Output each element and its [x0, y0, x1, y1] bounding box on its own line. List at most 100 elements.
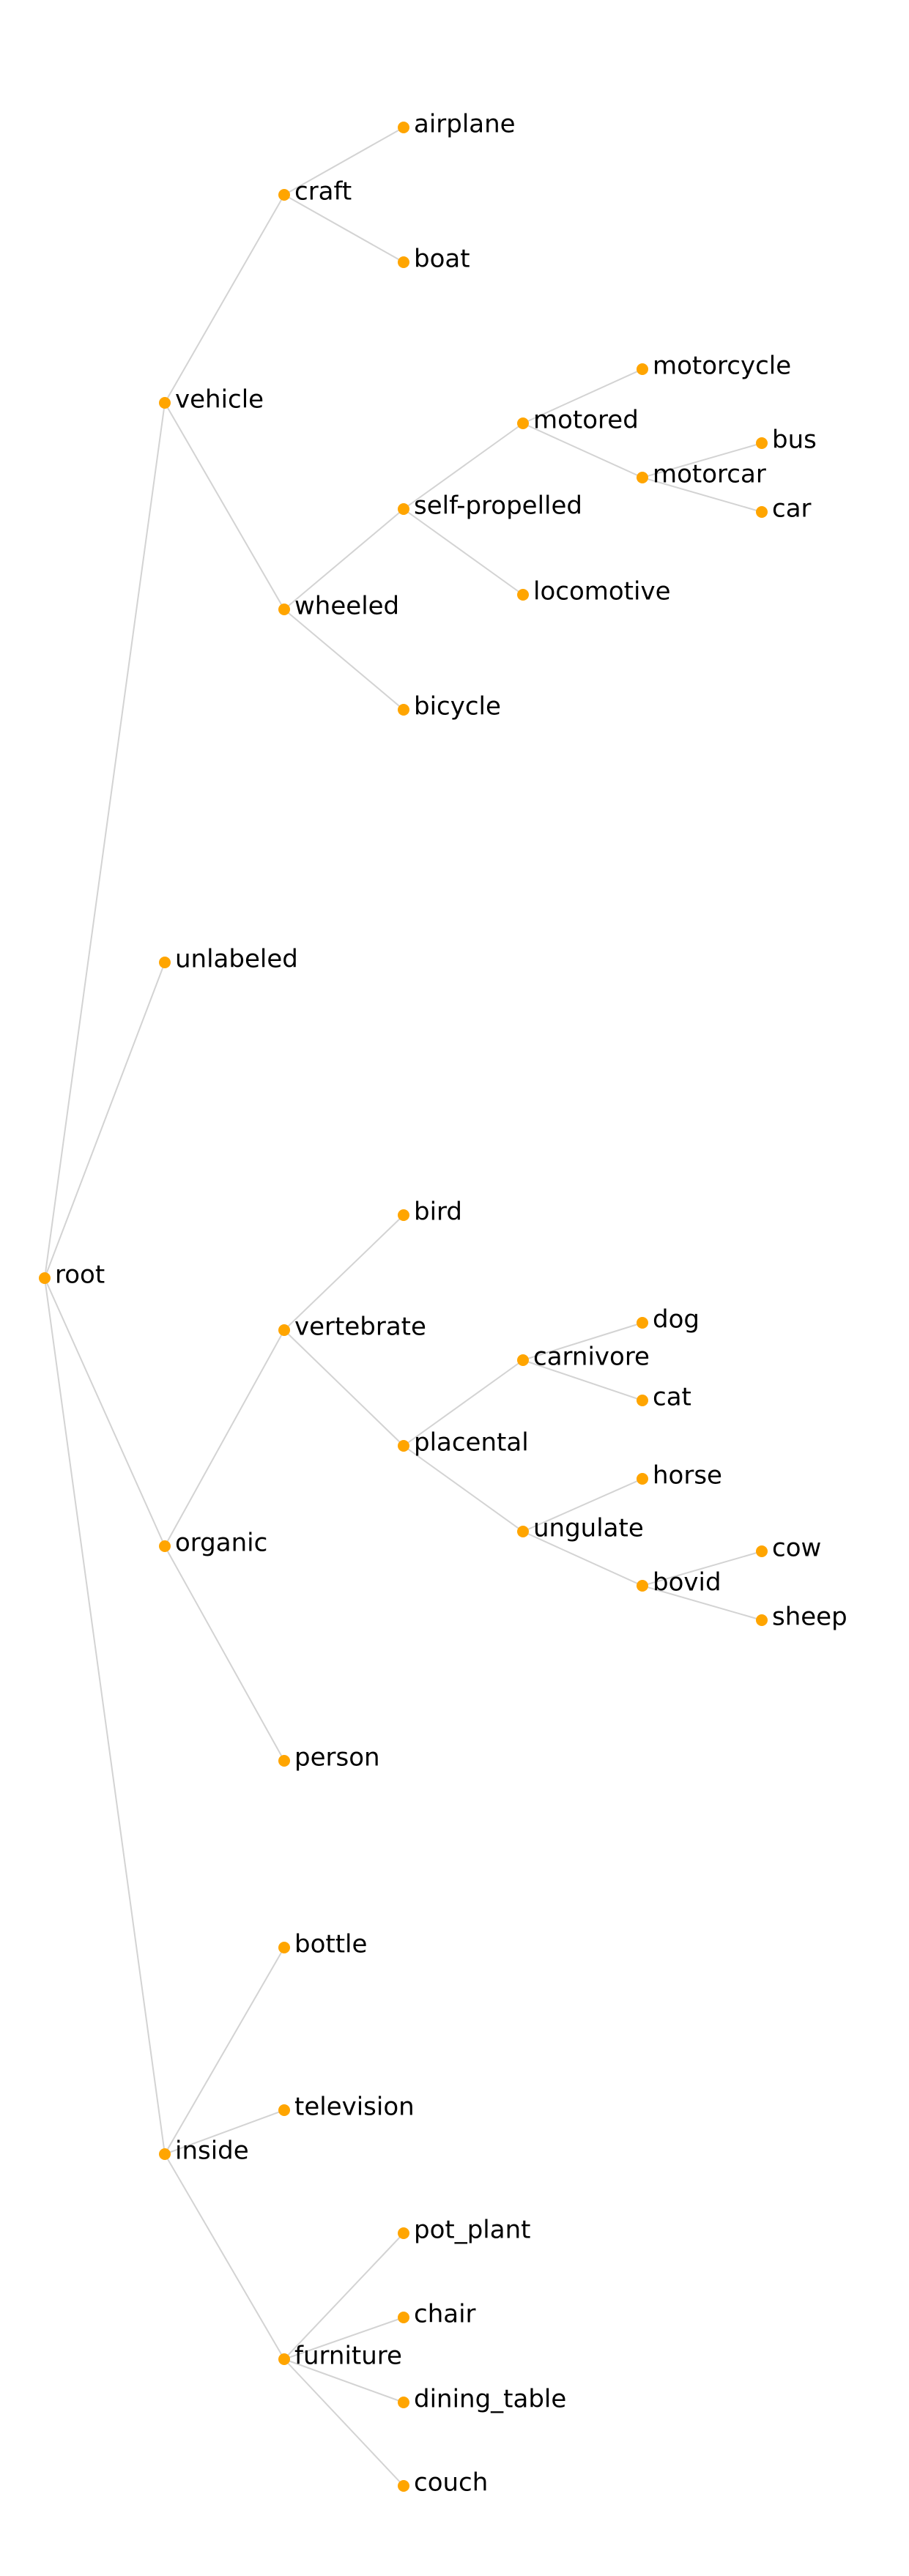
node-label: sheep [772, 1603, 847, 1632]
node-label: root [55, 1261, 105, 1290]
edge-craft-airplane [283, 127, 404, 196]
node-bottle: bottle [278, 1930, 367, 1959]
node-car: car [756, 494, 812, 524]
node-dot [398, 704, 409, 716]
node-label: unlabeled [175, 945, 298, 974]
node-dot [159, 1540, 171, 1552]
node-couch: couch [398, 2468, 488, 2498]
node-pot_plant: pot_plant [398, 2216, 530, 2245]
node-label: bird [414, 1198, 462, 1227]
edge-furniture-pot_plant [283, 2232, 404, 2360]
node-label: bovid [653, 1568, 721, 1597]
node-craft: craft [278, 177, 352, 207]
tree-edges [44, 127, 763, 2487]
node-placental: placental [398, 1428, 529, 1458]
edge-motored-motorcar [522, 423, 643, 478]
node-dot [398, 256, 409, 268]
tree-nodes: root vehicle craft airplane boat wheeled self-… [39, 110, 847, 2498]
node-dot [756, 437, 768, 449]
edge-carnivore-cat [522, 1359, 643, 1401]
edge-furniture-chair [283, 2317, 404, 2360]
edge-root-organic [44, 1277, 166, 1547]
node-label: ungulate [533, 1514, 644, 1543]
node-dot [637, 363, 648, 375]
node-dot [756, 506, 768, 518]
edge-bovid-sheep [642, 1585, 763, 1621]
node-label: organic [175, 1529, 267, 1558]
node-label: inside [175, 2137, 249, 2166]
edge-inside-furniture [164, 2153, 285, 2360]
node-dot [398, 1209, 409, 1221]
node-dot [637, 1580, 648, 1592]
node-bird: bird [398, 1198, 462, 1227]
node-dot [278, 1942, 290, 1953]
node-locomotive: locomotive [517, 577, 670, 606]
edge-placental-carnivore [403, 1359, 524, 1447]
node-inside: inside [159, 2137, 249, 2166]
node-chair: chair [398, 2300, 476, 2329]
node-dot [278, 1324, 290, 1336]
node-motorcar: motorcar [637, 460, 766, 489]
node-vertebrate: vertebrate [278, 1313, 426, 1342]
edge-vertebrate-bird [283, 1214, 404, 1331]
node-ungulate: ungulate [517, 1514, 644, 1543]
node-label: motorcycle [653, 352, 791, 381]
node-label: carnivore [533, 1343, 650, 1372]
node-label: dining_table [414, 2385, 566, 2414]
edge-inside-bottle [164, 1947, 285, 2155]
node-bus: bus [756, 426, 817, 455]
node-label: bottle [294, 1930, 367, 1959]
node-dot [159, 957, 171, 968]
edge-vehicle-craft [164, 194, 285, 404]
node-label: boat [414, 245, 470, 274]
node-dot [278, 2353, 290, 2365]
node-dot [398, 2397, 409, 2408]
node-label: self-propelled [414, 491, 582, 521]
node-label: vehicle [175, 385, 264, 415]
node-label: person [294, 1743, 380, 1773]
node-unlabeled: unlabeled [159, 945, 298, 974]
node-root: root [39, 1261, 105, 1290]
edge-root-vehicle [44, 402, 166, 1279]
node-cat: cat [637, 1383, 691, 1412]
node-label: locomotive [533, 577, 670, 606]
node-dot [159, 397, 171, 409]
node-vehicle: vehicle [159, 385, 264, 415]
node-label: couch [414, 2468, 488, 2498]
node-label: bicycle [414, 692, 501, 721]
node-dot [398, 2227, 409, 2239]
node-wheeled: wheeled [278, 592, 399, 621]
node-label: craft [294, 177, 352, 207]
edge-craft-boat [283, 194, 404, 263]
node-sheep: sheep [756, 1603, 847, 1632]
node-label: airplane [414, 110, 516, 139]
node-dot [756, 1545, 768, 1557]
node-dot [398, 2312, 409, 2323]
node-person: person [278, 1743, 380, 1773]
node-dot [517, 589, 529, 601]
node-airplane: airplane [398, 110, 516, 139]
edge-organic-person [164, 1545, 285, 1762]
edge-carnivore-dog [522, 1322, 643, 1361]
edge-motorcar-car [642, 477, 763, 513]
node-dot [637, 472, 648, 483]
node-dot [517, 1354, 529, 1366]
node-label: television [294, 2093, 415, 2122]
node-dot [637, 1317, 648, 1329]
node-motored: motored [517, 406, 639, 435]
node-dot [398, 503, 409, 515]
edge-self-propelled-motored [403, 423, 524, 510]
edge-wheeled-bicycle [283, 609, 404, 710]
node-label: motorcar [653, 460, 766, 489]
node-dot [278, 604, 290, 615]
edge-furniture-dining_table [283, 2358, 404, 2403]
edge-inside-television [164, 2109, 285, 2155]
node-motorcycle: motorcycle [637, 352, 791, 381]
node-dining_table: dining_table [398, 2385, 566, 2414]
node-organic: organic [159, 1529, 267, 1558]
node-horse: horse [637, 1461, 722, 1491]
node-cow: cow [756, 1534, 821, 1563]
node-dot [637, 1395, 648, 1406]
node-dot [517, 1526, 529, 1537]
